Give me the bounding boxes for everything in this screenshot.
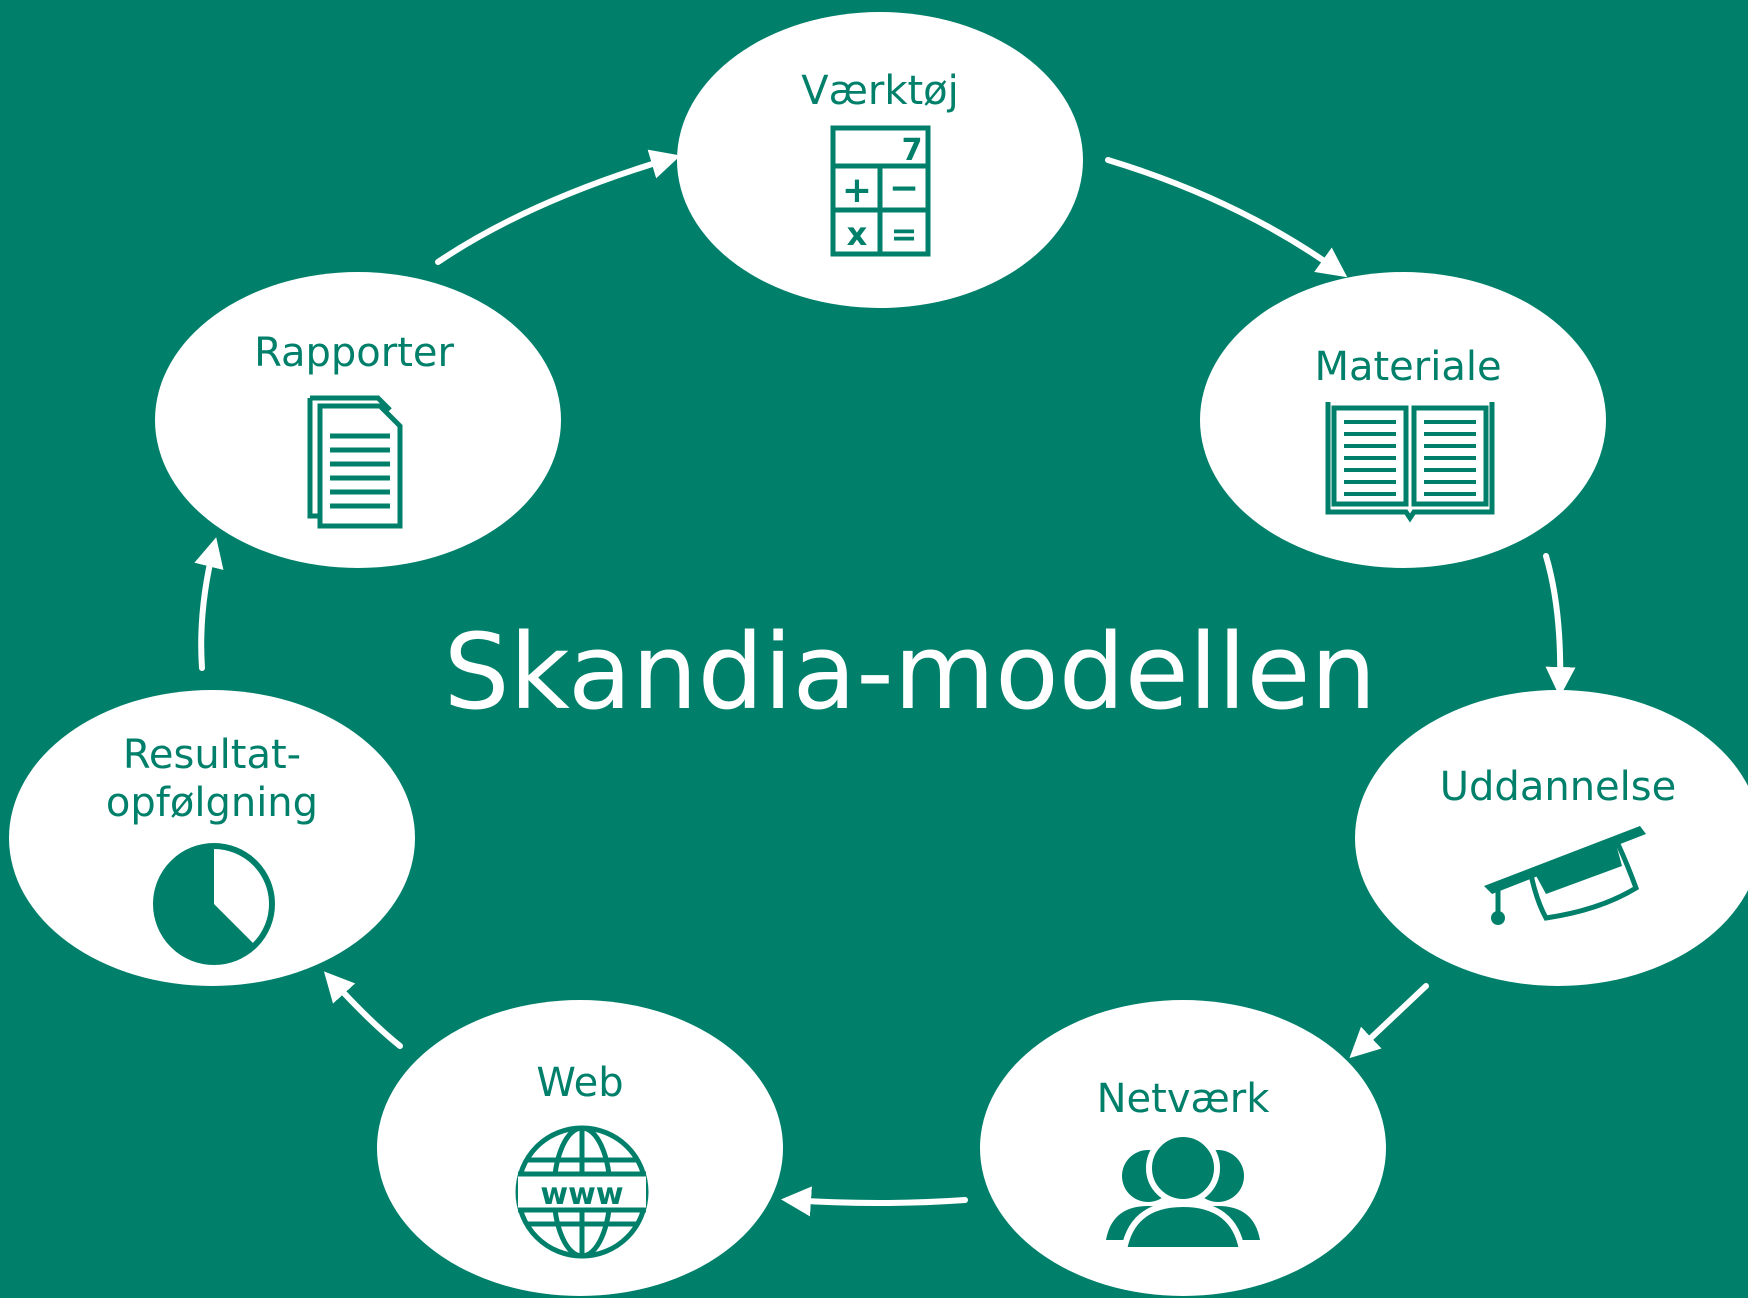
node-label-resultat-line1: Resultat-	[123, 732, 301, 778]
arrow-uddannelse-to-netvaerk	[1349, 983, 1429, 1059]
node-materiale: Materiale	[1200, 272, 1606, 568]
node-vaerktoej: Værktøj 7 + − x =	[677, 12, 1083, 308]
document-icon	[307, 395, 403, 529]
node-label-materiale: Materiale	[1314, 344, 1501, 390]
arrow-web-to-resultat	[323, 971, 403, 1049]
arrow-vaerktoej-to-materiale	[1105, 157, 1348, 278]
people-group-icon	[1106, 1131, 1260, 1253]
arrow-materiale-to-uddannelse	[1543, 553, 1576, 697]
calculator-key-plus: +	[842, 170, 872, 211]
node-rapporter: Rapporter	[155, 272, 561, 568]
arrow-resultat-to-rapporter	[194, 537, 224, 671]
node-netvaerk: Netværk	[980, 1000, 1386, 1296]
cycle-arrows	[194, 149, 1576, 1217]
node-uddannelse: Uddannelse	[1355, 690, 1748, 986]
globe-www-text: www	[540, 1177, 623, 1212]
open-book-icon	[1325, 402, 1495, 523]
node-label-web: Web	[536, 1060, 623, 1106]
globe-www-icon: www	[515, 1125, 649, 1259]
graduation-cap-icon	[1484, 826, 1646, 925]
calculator-key-7: 7	[902, 133, 923, 168]
node-label-uddannelse: Uddannelse	[1440, 764, 1676, 810]
calculator-key-equals: =	[891, 215, 918, 253]
calculator-key-minus: −	[889, 168, 919, 209]
calculator-icon: 7 + − x =	[830, 125, 931, 257]
node-resultatopfoelgning: Resultat- opfølgning	[9, 690, 415, 986]
diagram-title: Skandia-modellen	[444, 611, 1377, 733]
node-label-rapporter: Rapporter	[254, 330, 454, 376]
arrow-netvaerk-to-web	[781, 1186, 968, 1217]
node-label-resultat-line2: opfølgning	[106, 780, 318, 826]
arrow-rapporter-to-vaerktoej	[435, 149, 681, 265]
node-label-vaerktoej: Værktøj	[801, 68, 959, 114]
calculator-key-multiply: x	[847, 215, 868, 253]
node-web: Web www	[377, 1000, 783, 1296]
node-label-netvaerk: Netværk	[1097, 1076, 1271, 1122]
pie-clock-icon	[153, 843, 275, 965]
